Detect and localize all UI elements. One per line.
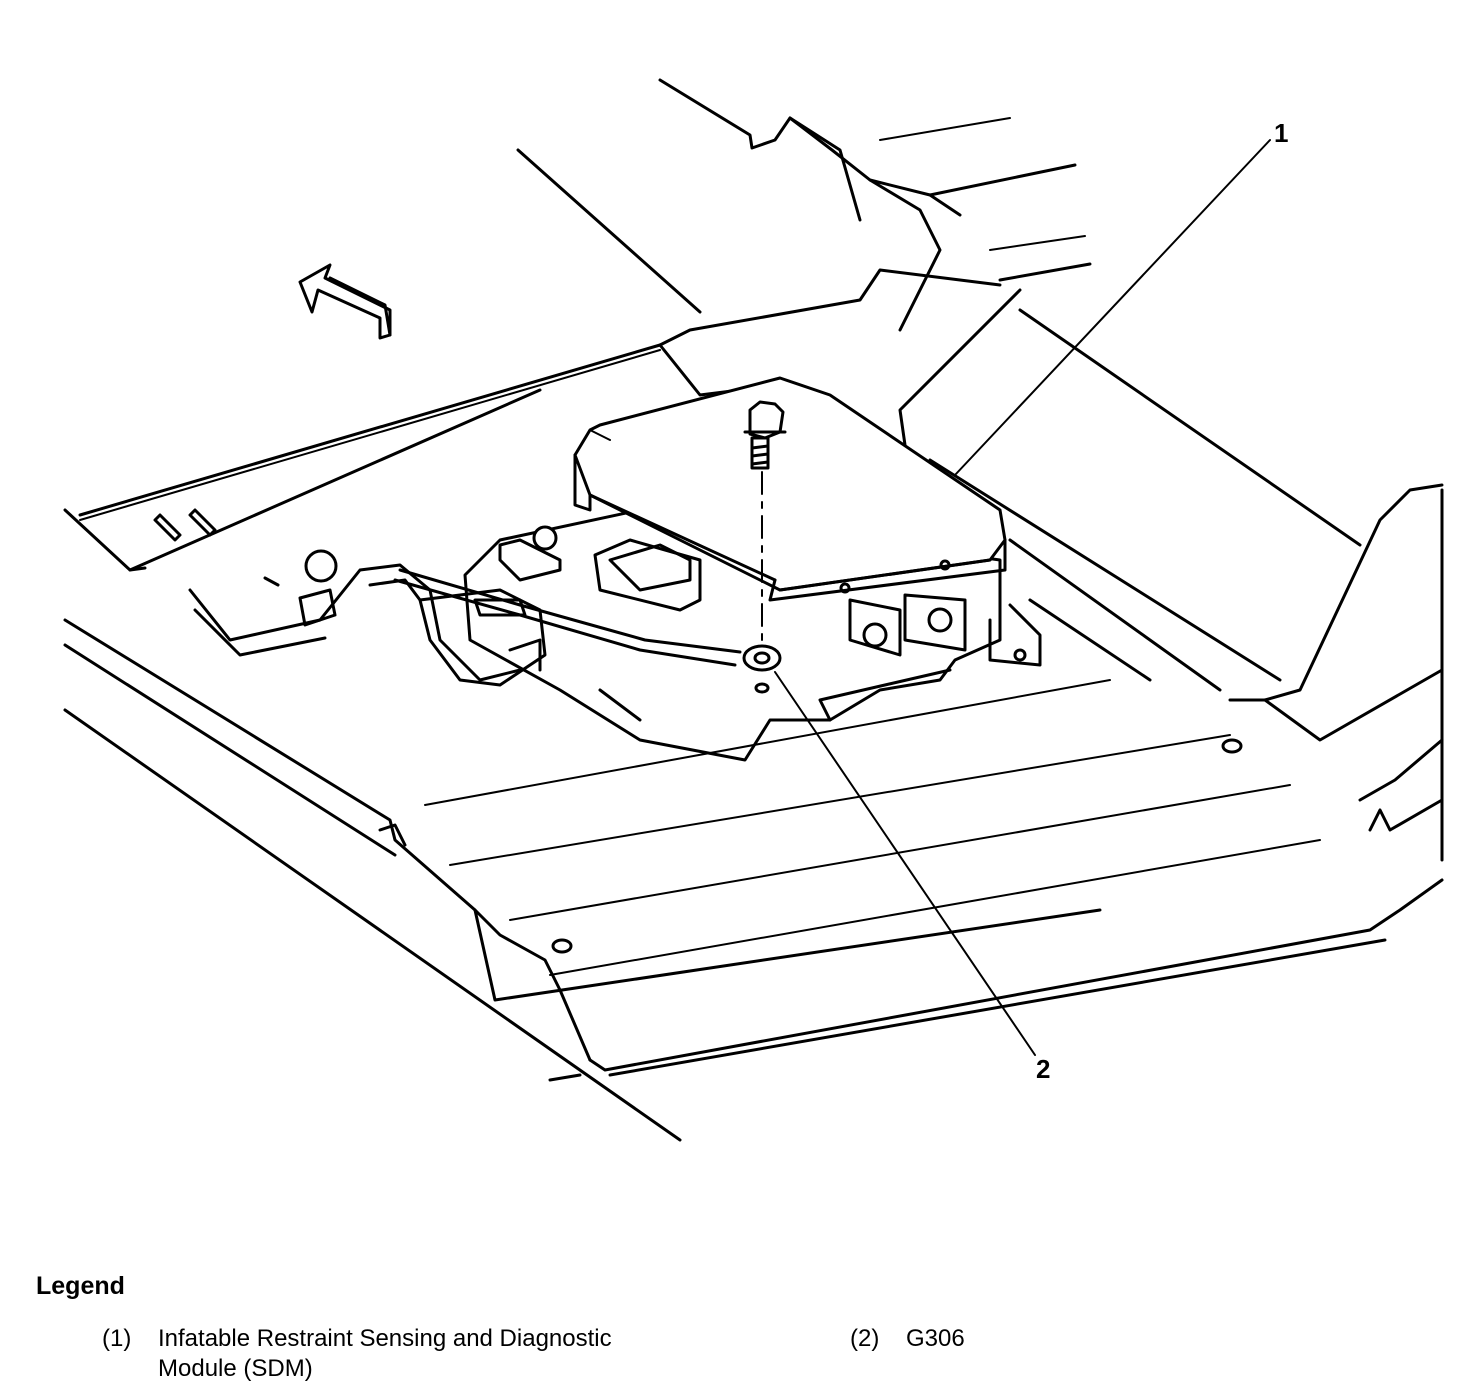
legend-text: Infatable Restraint Sensing and Diagnost… <box>158 1324 612 1384</box>
leader-line-2 <box>774 671 1036 1056</box>
ground-bolt <box>742 400 787 694</box>
floor-slots <box>153 508 338 587</box>
leader-line-1 <box>954 139 1271 476</box>
diagram-drawing: 1 2 <box>63 78 1444 1142</box>
callout-2: 2 <box>1036 1054 1050 1084</box>
legend-number: (2) <box>850 1325 880 1352</box>
legend-text: G306 <box>906 1325 965 1352</box>
legend-item-g306: (2) G306 <box>850 1324 1150 1358</box>
callout-1: 1 <box>1274 118 1288 148</box>
front-sill <box>63 618 1444 1142</box>
legend-number: (1) <box>102 1325 132 1352</box>
forward-arrow-icon <box>298 263 392 340</box>
legend-text-line: Module (SDM) <box>158 1355 313 1382</box>
legend-text-line: Infatable Restraint Sensing and Diagnost… <box>158 1325 612 1352</box>
legend-title: Legend <box>36 1272 125 1300</box>
sdm-module <box>573 376 1007 602</box>
legend-item-sdm: (1) Infatable Restraint Sensing and Diag… <box>102 1324 742 1388</box>
wiring-harness <box>188 563 742 687</box>
sdm-location-diagram: 1 2 <box>63 78 1444 1142</box>
rear-panel <box>516 78 1092 447</box>
